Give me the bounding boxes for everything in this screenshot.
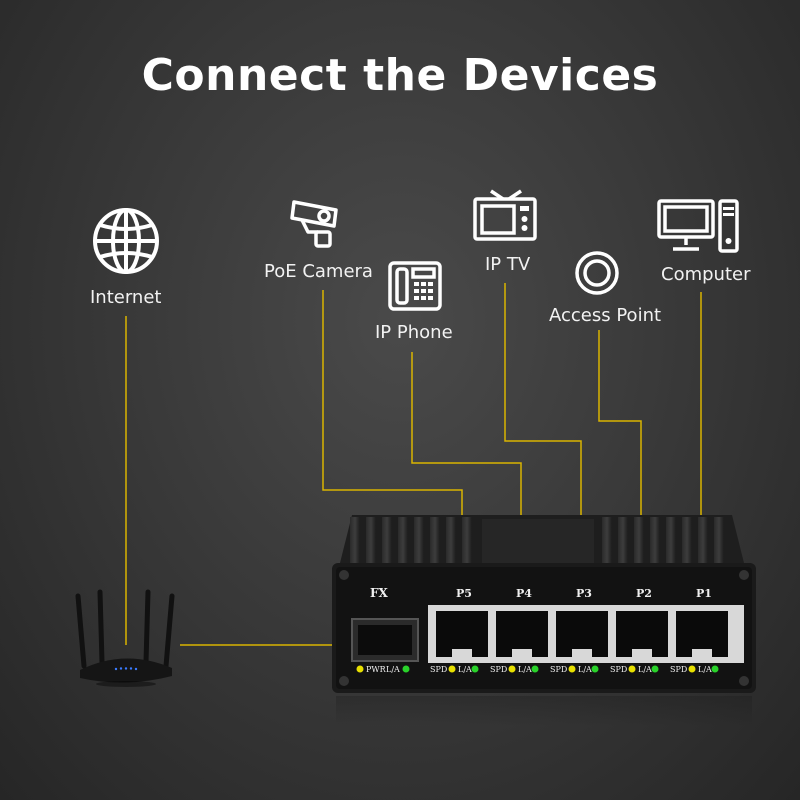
led-label-spd: SPD (490, 665, 507, 674)
fx-label: FX (370, 586, 389, 600)
desk-phone-icon (388, 261, 442, 311)
label-internet: Internet (90, 287, 162, 308)
label-ip-tv: IP TV (485, 254, 531, 275)
led-label-la: L/A (698, 665, 712, 674)
led-label-spd: SPD (670, 665, 687, 674)
label-computer: Computer (661, 264, 751, 285)
ethernet-switch: FX P5 P4 P3 P2 P1 PWR L/A SPD L/A SPD L/… (332, 515, 756, 693)
switch-reflection (336, 696, 752, 726)
label-ip-phone: IP Phone (375, 322, 453, 343)
port-label: P1 (696, 587, 712, 600)
led-label-spd: SPD (550, 665, 567, 674)
line-access-point (598, 330, 642, 600)
led-label-la: L/A (518, 665, 532, 674)
led-label-la: L/A (458, 665, 472, 674)
led-label-pwr: PWR (366, 665, 387, 674)
led-label-la: L/A (638, 665, 652, 674)
port-label: P2 (636, 587, 652, 600)
led-label-la: L/A (386, 665, 400, 674)
access-point-icon (575, 251, 619, 295)
page-title: Connect the Devices (141, 50, 659, 101)
port-label: P4 (516, 587, 532, 600)
port-label: P3 (576, 587, 592, 600)
led-label-la: L/A (578, 665, 592, 674)
globe-icon (93, 208, 159, 274)
router-icon (75, 589, 175, 687)
television-icon (473, 189, 537, 241)
computer-icon (657, 199, 739, 253)
label-access-point: Access Point (549, 305, 662, 326)
security-camera-icon (290, 200, 338, 248)
port-label: P5 (456, 587, 472, 600)
led-label-spd: SPD (430, 665, 447, 674)
label-poe-camera: PoE Camera (264, 261, 373, 282)
led-label-spd: SPD (610, 665, 627, 674)
